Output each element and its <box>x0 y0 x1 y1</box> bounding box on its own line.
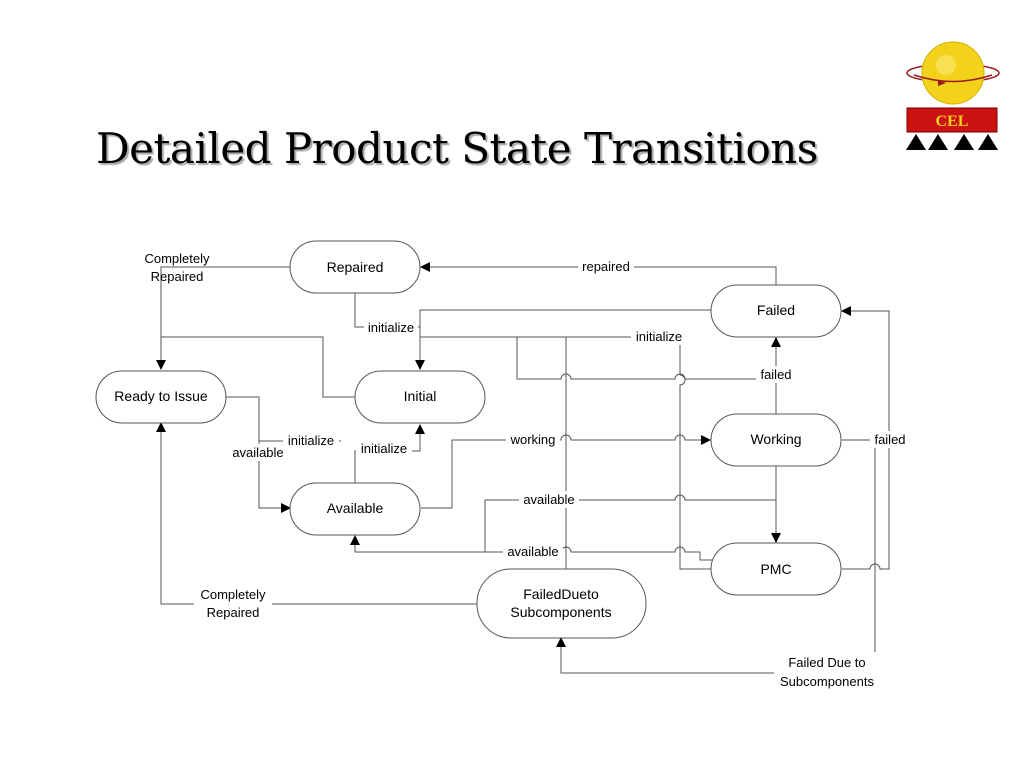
state-failed-due-label-line1: FailedDueto <box>523 586 599 602</box>
state-pmc-label: PMC <box>760 561 791 577</box>
state-pmc: PMC <box>710 542 842 596</box>
label-failed-due-to-2: Subcomponents <box>780 674 874 689</box>
label-completely-repaired-bottom-2: Repaired <box>207 605 260 620</box>
label-initialize-2: initialize <box>636 329 682 344</box>
label-initialize-3: initialize <box>288 433 334 448</box>
label-available-2: available <box>507 544 558 559</box>
cel-logo: CEL <box>906 41 1000 150</box>
state-failed-due-to-subcomponents: FailedDueto Subcomponents <box>476 568 647 639</box>
state-working-label: Working <box>750 431 801 447</box>
state-repaired-label: Repaired <box>327 259 384 275</box>
logo-text: CEL <box>936 113 969 130</box>
slide-title: Detailed Product State Transitions <box>96 124 818 173</box>
label-working: working <box>510 432 556 447</box>
label-initialize-4: initialize <box>361 441 407 456</box>
state-repaired: Repaired <box>289 240 421 294</box>
state-failed: Failed <box>710 284 842 338</box>
logo-globe <box>921 41 985 105</box>
state-initial: Initial <box>354 370 486 424</box>
label-available-left: available <box>232 445 283 460</box>
label-available-1: available <box>523 492 574 507</box>
state-ready-to-issue: Ready to Issue <box>95 370 227 424</box>
transition-labels: Completely Repaired repaired initialize … <box>144 251 910 690</box>
label-initialize-1: initialize <box>368 320 414 335</box>
label-completely-repaired-top-2: Repaired <box>151 269 204 284</box>
label-failed-1: failed <box>760 367 791 382</box>
state-available: Available <box>289 482 421 536</box>
label-completely-repaired-top-1: Completely <box>144 251 210 266</box>
label-failed-2: failed <box>874 432 905 447</box>
label-repaired: repaired <box>582 259 630 274</box>
state-initial-label: Initial <box>404 388 437 404</box>
label-failed-due-to-1: Failed Due to <box>788 655 865 670</box>
state-available-label: Available <box>327 500 384 516</box>
label-completely-repaired-bottom-1: Completely <box>200 587 266 602</box>
state-failed-label: Failed <box>757 302 795 318</box>
logo-band <box>906 107 998 133</box>
state-ready-label: Ready to Issue <box>114 388 208 404</box>
arrowheads <box>156 262 851 647</box>
state-working: Working <box>710 413 842 467</box>
state-failed-due-label-line2: Subcomponents <box>510 604 611 620</box>
